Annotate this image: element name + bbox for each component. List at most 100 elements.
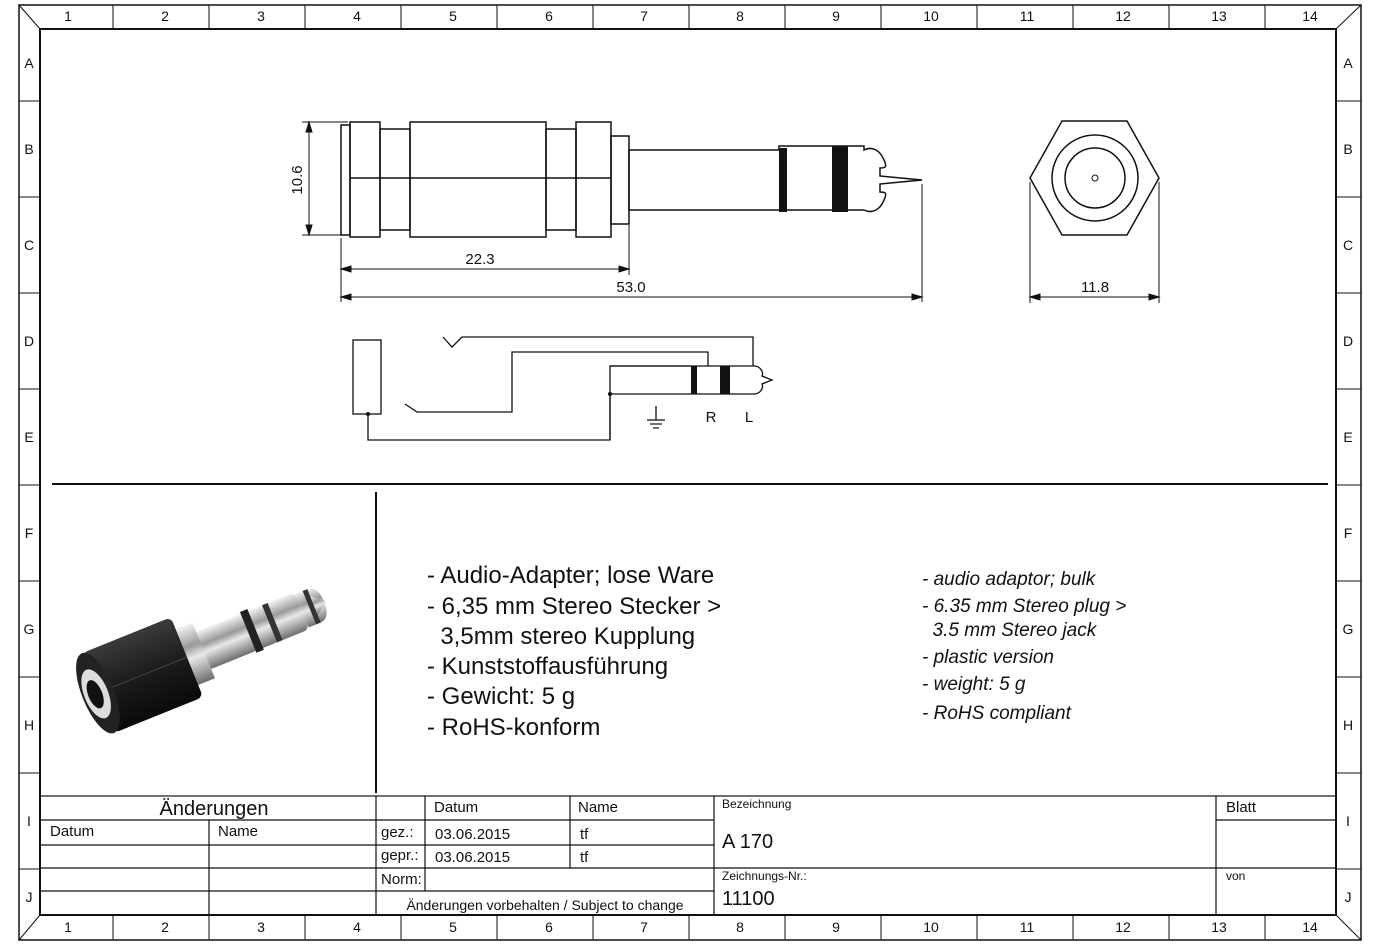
grid-col: 10 bbox=[923, 919, 939, 935]
grid-row: J bbox=[1345, 889, 1352, 905]
description-de-line: - Gewicht: 5 g bbox=[427, 683, 575, 710]
subject-to-change: Änderungen vorbehalten / Subject to chan… bbox=[406, 897, 683, 913]
drawn-name: tf bbox=[580, 826, 589, 843]
ground-icon bbox=[647, 419, 665, 429]
grid-col: 6 bbox=[545, 8, 553, 24]
schematic-label-l: L bbox=[745, 409, 753, 426]
description-en-line: - RoHS compliant bbox=[922, 703, 1072, 724]
drawing-no-label: Zeichnungs-Nr.: bbox=[722, 869, 807, 883]
grid-col: 8 bbox=[736, 919, 744, 935]
grid-columns-top: 1 2 3 4 5 6 7 8 9 10 11 12 13 14 bbox=[64, 8, 1318, 24]
grid-col: 2 bbox=[161, 8, 169, 24]
description-de-line: - Audio-Adapter; lose Ware bbox=[427, 562, 714, 589]
adapter-front-view bbox=[1029, 120, 1160, 236]
grid-col: 7 bbox=[640, 919, 648, 935]
grid-col: 4 bbox=[353, 919, 361, 935]
title-block-lines bbox=[39, 795, 1337, 916]
grid-col: 4 bbox=[353, 8, 361, 24]
date-header: Datum bbox=[434, 799, 478, 816]
wiring-schematic bbox=[352, 336, 774, 441]
grid-col: 12 bbox=[1115, 919, 1131, 935]
schematic-node bbox=[608, 392, 612, 396]
description-en-line: - weight: 5 g bbox=[922, 674, 1026, 695]
description-de-line: 3,5mm stereo Kupplung bbox=[427, 623, 695, 650]
grid-rows-left: A B C D E F G H I J bbox=[24, 55, 35, 905]
grid-row: D bbox=[1343, 333, 1353, 349]
plug-ring-sleeve bbox=[779, 148, 787, 212]
grid-row: F bbox=[1344, 525, 1353, 541]
adapter-side-view bbox=[340, 121, 923, 238]
name-header: Name bbox=[578, 799, 618, 816]
description-en: - audio adaptor; bulk - 6.35 mm Stereo p… bbox=[922, 569, 1126, 724]
grid-col: 11 bbox=[1020, 8, 1035, 24]
description-de-line: - Kunststoffausführung bbox=[427, 653, 668, 680]
grid-col: 8 bbox=[736, 8, 744, 24]
grid-col: 5 bbox=[449, 8, 457, 24]
grid-col: 10 bbox=[923, 8, 939, 24]
norm-label: Norm: bbox=[381, 871, 422, 888]
schematic-ring-r bbox=[691, 366, 697, 394]
grid-row: E bbox=[1343, 429, 1352, 445]
schematic-label-r: R bbox=[706, 409, 717, 426]
dimension-total-length bbox=[339, 184, 924, 302]
description-en-line: 3.5 mm Stereo jack bbox=[922, 620, 1098, 641]
grid-col: 14 bbox=[1302, 919, 1318, 935]
description-en-line: - audio adaptor; bulk bbox=[922, 569, 1097, 590]
grid-col: 6 bbox=[545, 919, 553, 935]
grid-row: F bbox=[25, 525, 34, 541]
grid-col: 11 bbox=[1020, 919, 1035, 935]
changes-header: Änderungen bbox=[160, 798, 269, 820]
description-en-line: - 6.35 mm Stereo plug > bbox=[922, 596, 1126, 617]
dimension-diameter bbox=[302, 120, 348, 237]
grid-row: A bbox=[1343, 55, 1353, 71]
changes-col-date: Datum bbox=[50, 823, 94, 840]
dimension-hex-width-label: 11.8 bbox=[1081, 279, 1109, 296]
of-label: von bbox=[1226, 869, 1245, 883]
dimension-body-length-label: 22.3 bbox=[465, 251, 494, 268]
grid-col: 12 bbox=[1115, 8, 1131, 24]
grid-col: 3 bbox=[257, 919, 265, 935]
description-de-line: - RoHS-konform bbox=[427, 714, 600, 741]
grid-row: C bbox=[1343, 237, 1353, 253]
dimension-total-length-label: 53.0 bbox=[616, 279, 645, 296]
designation-label: Bezeichnung bbox=[722, 797, 791, 811]
sheet-label: Blatt bbox=[1226, 799, 1257, 816]
product-photo bbox=[76, 588, 327, 734]
grid-row: I bbox=[1346, 813, 1350, 829]
grid-col: 1 bbox=[64, 8, 72, 24]
dimension-body-length bbox=[339, 225, 631, 302]
grid-col: 2 bbox=[161, 919, 169, 935]
changes-col-name: Name bbox=[218, 823, 258, 840]
description-de-line: - 6,35 mm Stereo Stecker > bbox=[427, 593, 721, 620]
schematic-ring-l bbox=[720, 366, 730, 394]
grid-col: 14 bbox=[1302, 8, 1318, 24]
drawn-label: gez.: bbox=[381, 824, 414, 841]
grid-row: C bbox=[24, 237, 34, 253]
grid-row: B bbox=[24, 141, 33, 157]
grid-row: A bbox=[24, 55, 34, 71]
grid-col: 3 bbox=[257, 8, 265, 24]
dimension-hex-width bbox=[1028, 182, 1161, 303]
checked-name: tf bbox=[580, 849, 589, 866]
grid-row: I bbox=[27, 813, 31, 829]
drawn-date: 03.06.2015 bbox=[435, 826, 510, 843]
dimension-diameter-label: 10.6 bbox=[289, 165, 306, 194]
description-en-line: - plastic version bbox=[922, 647, 1054, 668]
grid-col: 13 bbox=[1211, 919, 1227, 935]
checked-label: gepr.: bbox=[381, 847, 419, 864]
grid-row: E bbox=[24, 429, 33, 445]
checked-date: 03.06.2015 bbox=[435, 849, 510, 866]
grid-row: G bbox=[1343, 621, 1354, 637]
grid-row: D bbox=[24, 333, 34, 349]
grid-col: 5 bbox=[449, 919, 457, 935]
grid-row: G bbox=[24, 621, 35, 637]
schematic-node bbox=[366, 412, 370, 416]
drawing-no-value: 11100 bbox=[722, 888, 775, 910]
description-de: - Audio-Adapter; lose Ware - 6,35 mm Ste… bbox=[427, 562, 721, 741]
grid-row: H bbox=[1343, 717, 1353, 733]
grid-row: J bbox=[26, 889, 33, 905]
grid-col: 1 bbox=[64, 919, 72, 935]
grid-columns-bottom: 1 2 3 4 5 6 7 8 9 10 11 12 13 14 bbox=[64, 919, 1318, 935]
grid-col: 13 bbox=[1211, 8, 1227, 24]
